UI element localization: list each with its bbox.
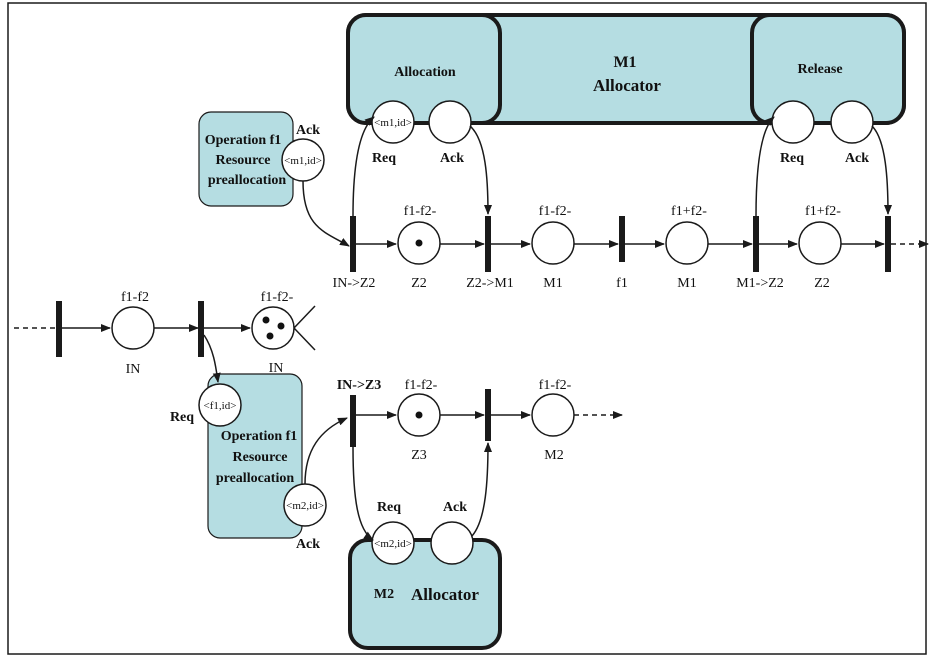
- place-label: M1: [543, 276, 562, 291]
- m2-req-place: [371, 521, 415, 565]
- preallocation-upper: Operation f1 Resource preallocation: [198, 111, 294, 207]
- preallocation-upper-line3: preallocation: [208, 173, 287, 188]
- lower-ack-token: <m2,id>: [286, 500, 324, 512]
- arc-split-to-req: [203, 334, 221, 383]
- place-label: f1-f2-: [405, 378, 438, 393]
- lower-net: IN->Z3 f1-f2- Z3 f1-f2- M2: [337, 378, 623, 463]
- m2-allocator: M2 Allocator: [348, 538, 502, 650]
- place-m1: [531, 221, 575, 265]
- lower-ack-label: Ack: [296, 537, 320, 552]
- transition-label: M1->Z2: [736, 276, 784, 291]
- transition-label: IN->Z2: [333, 276, 376, 291]
- arc-branch-up: [293, 305, 316, 329]
- m2-ack-place: [430, 521, 474, 565]
- allocation-box: [346, 13, 502, 125]
- upper-ack-token: <m1,id>: [284, 155, 322, 167]
- transition-input: [56, 301, 62, 357]
- transition-in-z2: [350, 216, 356, 272]
- transition-z3-m2: [485, 389, 491, 441]
- place-m2: [531, 393, 575, 437]
- place-label: f1-f2-: [539, 204, 572, 219]
- preallocation-lower-line2: Resource: [233, 450, 288, 465]
- place-label: f1-f2-: [539, 378, 572, 393]
- arc-m1-z2-to-release-req: [755, 116, 775, 217]
- upper-ack-label: Ack: [296, 123, 320, 138]
- release-box: [750, 13, 906, 125]
- arc-prealloc-to-in-z2: [302, 180, 350, 247]
- transition-end: [885, 216, 891, 272]
- place-in-buffer: [251, 306, 295, 350]
- place-label: f1+f2-: [671, 204, 707, 219]
- lower-req-place: [198, 383, 242, 427]
- place-in: [111, 306, 155, 350]
- preallocation-lower-line1: Operation f1: [221, 429, 298, 444]
- arc-ack-to-z2-m1: [469, 125, 492, 215]
- m1-allocator: Allocation M1 Allocator Release: [346, 13, 906, 125]
- token: [415, 411, 423, 419]
- place-label: f1+f2-: [805, 204, 841, 219]
- preallocation-upper-line2: Resource: [216, 153, 271, 168]
- transition-label: IN->Z3: [337, 378, 382, 393]
- m1-ack-place: [428, 100, 472, 144]
- m1-req-label: Req: [372, 151, 396, 166]
- release-label: Release: [797, 62, 842, 77]
- arc-release-ack-to-end: [871, 125, 892, 215]
- transition-label: f1: [616, 276, 628, 291]
- arc-in-z3-to-m2-req: [352, 446, 374, 541]
- place-label: M1: [677, 276, 696, 291]
- allocation-label: Allocation: [394, 65, 456, 80]
- place-label: Z3: [411, 448, 427, 463]
- preallocation-lower-line3: preallocation: [216, 471, 295, 486]
- arc-m2-ack-to-transition: [471, 442, 492, 537]
- place-z2-after: [798, 221, 842, 265]
- release-req-label: Req: [780, 151, 804, 166]
- m2-allocator-title: Allocator: [411, 585, 479, 604]
- m2-req-token: <m2,id>: [374, 538, 412, 550]
- m2-req-label: Req: [377, 500, 401, 515]
- m1-req-token: <m1,id>: [374, 117, 412, 129]
- place-m1-after: [665, 221, 709, 265]
- m2-title: M2: [374, 587, 394, 602]
- transition-z2-m1: [485, 216, 491, 272]
- preallocation-upper-line1: Operation f1: [205, 133, 282, 148]
- place-label: IN: [269, 361, 284, 376]
- transition-in-split: [198, 301, 204, 357]
- lower-req-label: Req: [170, 410, 194, 425]
- token: [262, 316, 270, 324]
- token: [277, 322, 285, 330]
- place-label: f1-f2-: [404, 204, 437, 219]
- input-net: f1-f2 IN f1-f2- IN: [14, 290, 316, 377]
- m2-ack-label: Ack: [443, 500, 467, 515]
- upper-net: f1-f2- f1-f2- f1+f2- f1+f2- IN->Z2 Z2 Z2…: [333, 204, 929, 291]
- release-req-place: [771, 100, 815, 144]
- token: [415, 239, 423, 247]
- outer-frame: [7, 2, 927, 655]
- release-ack-label: Ack: [845, 151, 869, 166]
- arc-prealloc-to-in-z3: [304, 417, 348, 485]
- lower-req-token: <f1,id>: [204, 400, 237, 412]
- transition-f1: [619, 216, 625, 262]
- m1-allocator-title: Allocator: [593, 76, 661, 95]
- token: [266, 332, 274, 340]
- release-ack-place: [830, 100, 874, 144]
- place-label: f1-f2: [121, 290, 149, 305]
- arc-in-z2-to-req: [352, 116, 375, 217]
- m2-allocator-box: [348, 538, 502, 650]
- place-label: Z2: [411, 276, 427, 291]
- arc-branch-down: [293, 327, 316, 351]
- place-label: IN: [126, 362, 141, 377]
- transition-m1-z2: [753, 216, 759, 272]
- transition-in-z3: [350, 395, 356, 447]
- transition-label: Z2->M1: [466, 276, 514, 291]
- m1-ack-label: Ack: [440, 151, 464, 166]
- place-label: f1-f2-: [261, 290, 294, 305]
- place-label: M2: [544, 448, 563, 463]
- place-label: Z2: [814, 276, 830, 291]
- m1-title: M1: [613, 54, 636, 71]
